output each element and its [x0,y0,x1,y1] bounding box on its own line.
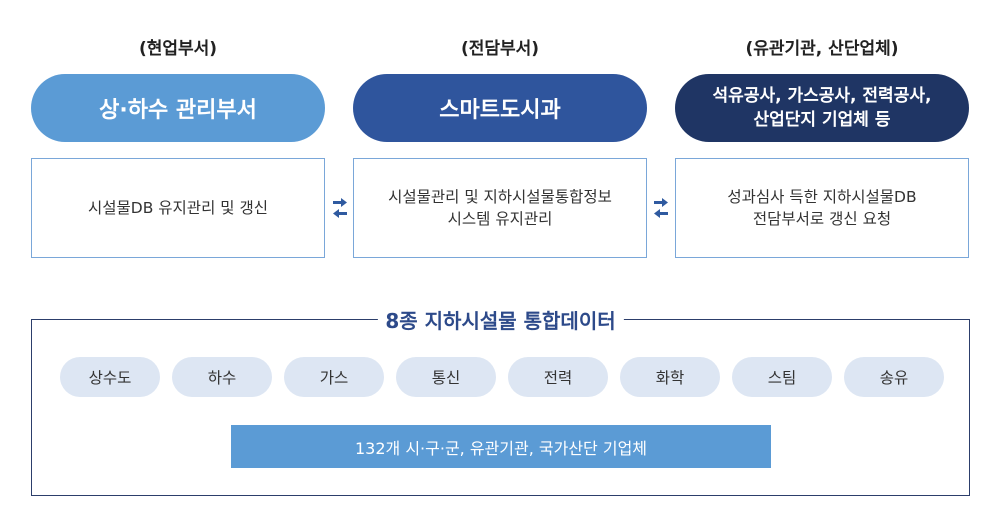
facility-type-chip: 화학 [620,357,720,397]
dedicated-dept-description: 시설물관리 및 지하시설물통합정보 시스템 유지관리 [353,158,647,258]
field-dept-description: 시설물DB 유지관리 및 갱신 [31,158,325,258]
column-label-field-dept: (현업부서) [138,39,218,59]
data-providers-bar: 132개 시·구·군, 유관기관, 국가산단 기업체 [231,425,771,468]
integrated-data-title: 8종 지하시설물 통합데이터 [377,305,624,334]
column-label-dedicated-dept: (전담부서) [460,39,540,59]
facility-type-chip: 송유 [844,357,944,397]
exchange-arrows-icon [333,198,347,218]
column-label-related-orgs: (유관기관, 산단업체) [745,39,899,59]
related-orgs-pill: 석유공사, 가스공사, 전력공사, 산업단지 기업체 등 [675,74,969,142]
field-dept-pill: 상·하수 관리부서 [31,74,325,142]
facility-type-chip: 상수도 [60,357,160,397]
facility-type-chip: 가스 [284,357,384,397]
exchange-arrows-icon [654,198,668,218]
facility-type-chip: 통신 [396,357,496,397]
facility-type-chip: 전력 [508,357,608,397]
facility-type-chip: 스팀 [732,357,832,397]
integrated-data-frame: 8종 지하시설물 통합데이터 상수도 하수 가스 통신 전력 화학 스팀 송유 … [31,305,970,496]
related-orgs-description: 성과심사 득한 지하시설물DB 전담부서로 갱신 요청 [675,158,969,258]
facility-type-chip: 하수 [172,357,272,397]
dedicated-dept-pill: 스마트도시과 [353,74,647,142]
